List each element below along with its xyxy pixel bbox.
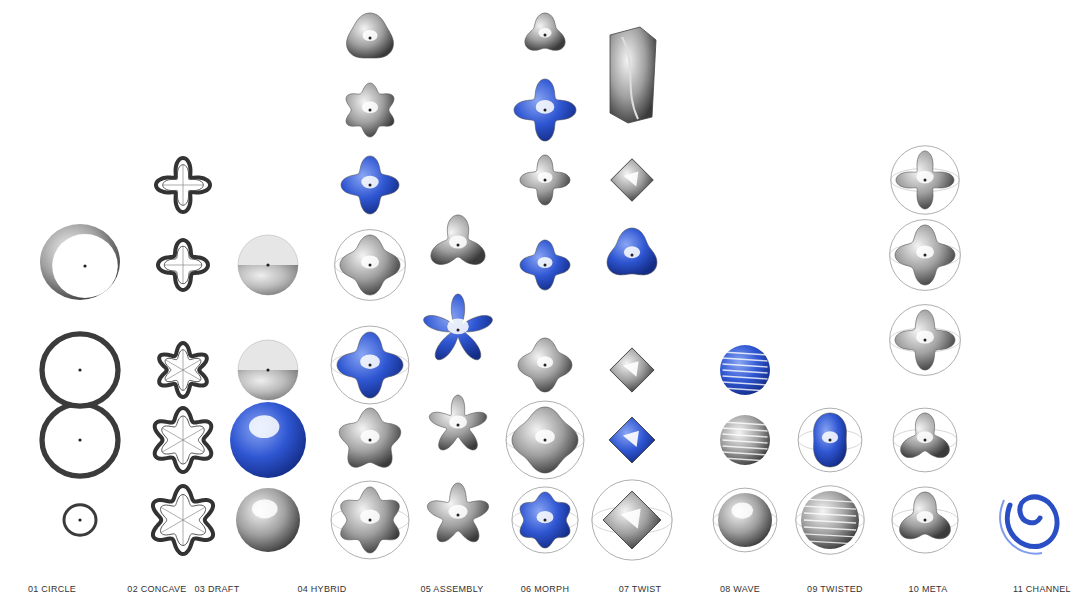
shape-column <box>890 146 961 553</box>
shape-render <box>236 488 300 552</box>
column-label: 05 ASSEMBLY <box>419 584 484 594</box>
shape-render <box>609 417 655 463</box>
shape-render <box>1000 497 1057 554</box>
column-label: 06 MORPH <box>520 584 570 594</box>
shape-render <box>607 228 657 275</box>
shape-render <box>890 305 961 376</box>
shape-render <box>339 408 401 467</box>
shape-render <box>512 487 578 553</box>
shape-render <box>518 338 572 392</box>
shape-render <box>347 13 394 58</box>
shape-render <box>64 505 96 535</box>
shape-render <box>720 345 770 395</box>
column-label: 01 CIRCLE <box>27 584 77 594</box>
shape-column <box>331 13 409 559</box>
shape-render <box>42 334 118 406</box>
shape-render <box>230 402 306 478</box>
shape-render <box>158 240 208 290</box>
shape-render <box>427 483 488 542</box>
column-label: 08 WAVE <box>719 584 761 594</box>
column-label: 03 DRAFT <box>194 584 241 594</box>
shape-render <box>331 326 409 404</box>
shape-render <box>40 224 120 300</box>
shape-render <box>429 395 486 450</box>
shape-render <box>335 230 406 301</box>
shape-render <box>431 215 485 265</box>
shape-column <box>40 224 120 535</box>
shape-render <box>892 487 958 553</box>
shape-render <box>506 401 584 479</box>
shape-render <box>159 343 207 397</box>
shape-render <box>341 156 399 214</box>
shape-column <box>1000 497 1057 554</box>
shape-render <box>155 408 212 472</box>
shape-render <box>610 348 654 392</box>
shape-column <box>506 13 584 553</box>
shape-column <box>796 408 864 554</box>
shape-render <box>42 404 118 476</box>
shape-render <box>592 480 672 560</box>
shape-column <box>153 158 213 554</box>
shape-render <box>798 408 862 472</box>
shape-render <box>238 340 298 400</box>
shape-render <box>520 155 570 205</box>
shape-column <box>592 27 672 560</box>
shape-render <box>610 27 656 123</box>
shape-render <box>893 408 957 472</box>
shape-render <box>238 235 298 295</box>
shape-render <box>611 159 654 202</box>
shape-render <box>525 13 565 50</box>
shape-render <box>424 294 493 360</box>
shape-render <box>713 488 777 552</box>
shape-column <box>230 235 306 552</box>
shape-render <box>720 415 770 465</box>
column-label: 10 META <box>908 584 949 594</box>
column-label: 07 TWIST <box>618 584 663 594</box>
column-label: 04 HYBRID <box>296 584 347 594</box>
shape-render <box>331 481 409 559</box>
shape-render <box>514 79 576 141</box>
shape-render <box>890 220 961 291</box>
shape-column <box>424 215 493 542</box>
shape-render <box>346 83 394 137</box>
column-label: 11 CHANNEL <box>1012 584 1072 594</box>
shape-render <box>891 146 959 214</box>
column-label: 02 CONCAVE <box>126 584 187 594</box>
shape-render <box>520 240 570 290</box>
shape-column <box>713 345 777 552</box>
shape-render <box>153 486 213 554</box>
shape-render <box>796 486 864 554</box>
shape-render <box>156 158 210 212</box>
column-label: 09 TWISTED <box>806 584 864 594</box>
